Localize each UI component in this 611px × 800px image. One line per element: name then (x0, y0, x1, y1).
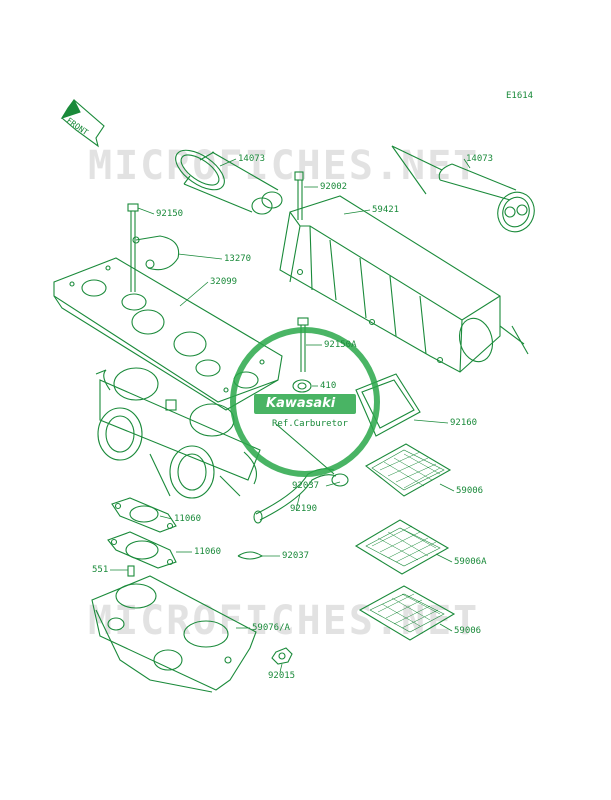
label-92160: 92160 (450, 418, 478, 428)
screen-59006-b (358, 585, 456, 641)
intake-manifold-59076A (91, 575, 257, 693)
air-funnel-left (175, 149, 283, 215)
clamp-92037-b (237, 551, 264, 560)
nut-92015 (271, 647, 293, 665)
kawasaki-logo (230, 327, 380, 477)
washer-410 (292, 379, 312, 393)
label-92150: 92150 (156, 209, 184, 219)
watermark-top: MICROFICHES.NET (88, 143, 480, 189)
airbox-cover (279, 195, 529, 373)
label-59006-b: 59006 (454, 626, 482, 636)
label-59076A: 59076/A (252, 623, 290, 633)
label-11060-b: 11060 (194, 547, 222, 557)
bolt-92002 (294, 171, 304, 220)
label-551: 551 (92, 565, 109, 575)
label-32099: 32099 (210, 277, 238, 287)
label-13270: 13270 (224, 254, 252, 264)
air-funnel-right (438, 163, 535, 233)
label-59006-a: 59006 (456, 486, 484, 496)
screen-59006A (354, 519, 450, 575)
gasket-11060-b (107, 531, 177, 569)
label-410: 410 (320, 381, 337, 391)
gasket-11060-a (111, 497, 177, 533)
label-ref-carburetor: Ref.Carburetor (272, 419, 348, 429)
label-14073-left: 14073 (238, 154, 266, 164)
bracket-13270 (132, 235, 180, 271)
label-92037-a: 92037 (292, 481, 320, 491)
clamp-92037-a (331, 473, 349, 487)
base-plate-32099 (53, 257, 283, 411)
label-92002: 92002 (320, 182, 348, 192)
label-59421: 59421 (372, 205, 400, 215)
logo-text: Kawasaki (266, 396, 336, 411)
label-92190: 92190 (290, 504, 318, 514)
label-92015: 92015 (268, 671, 296, 681)
label-11060-a: 11060 (174, 514, 202, 524)
label-92037-b: 92037 (282, 551, 310, 561)
bolt-92150 (127, 203, 139, 292)
gasket-92160 (355, 373, 421, 437)
front-arrow-icon (60, 98, 105, 148)
pin-551 (127, 565, 135, 577)
watermark-bottom: MICROFICHES.NET (88, 598, 480, 644)
carburetor-assembly (95, 367, 261, 499)
label-14073-right: 14073 (466, 154, 494, 164)
hose-92190 (253, 468, 337, 524)
label-59006A: 59006A (454, 557, 487, 567)
label-92150A: 92150A (324, 340, 357, 350)
diagram-code: E1614 (506, 91, 534, 101)
screen-59006-a (365, 443, 452, 497)
